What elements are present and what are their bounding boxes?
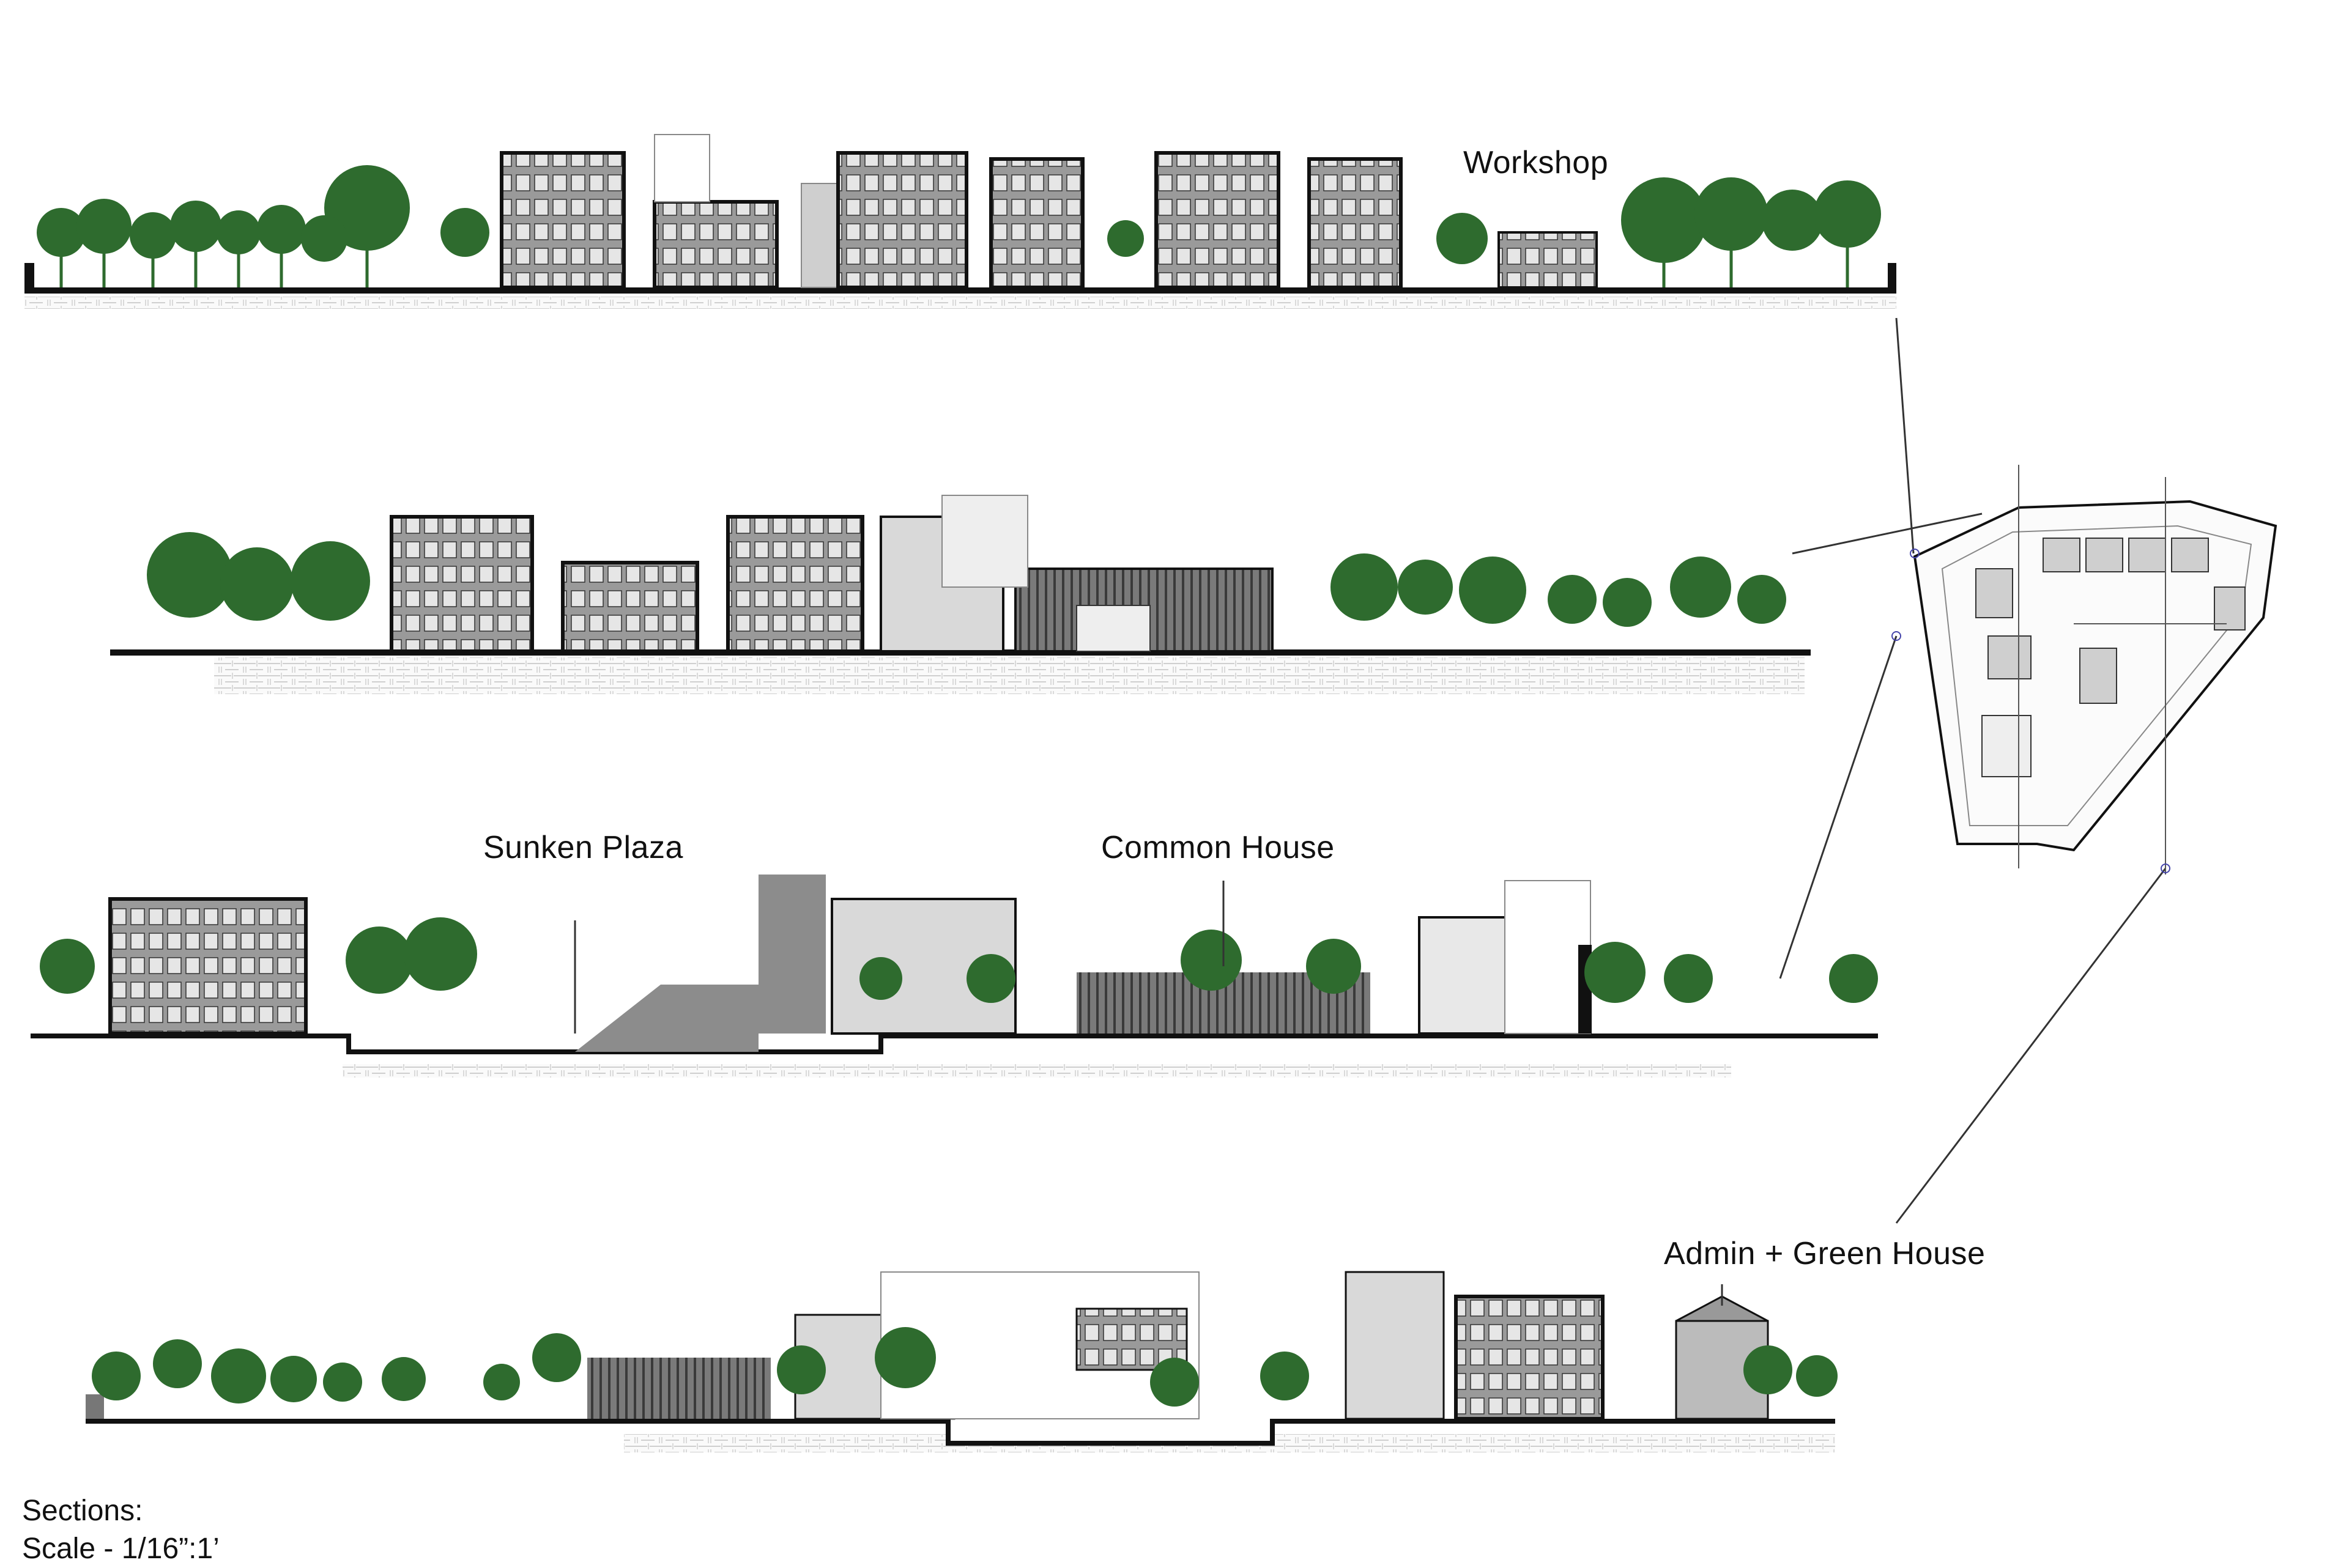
section-1	[24, 134, 1915, 554]
section-2	[110, 495, 1983, 694]
section-4	[86, 868, 2167, 1452]
section-3	[31, 635, 1898, 1078]
caption-scale: Scale - 1/16”:1’	[22, 1533, 220, 1565]
sections-caption: Sections: Scale - 1/16”:1’	[22, 1492, 220, 1568]
label-sunken-plaza: Sunken Plaza	[483, 830, 683, 865]
site-plan	[1891, 465, 2277, 875]
label-common-house: Common House	[1101, 830, 1335, 865]
label-admin-green-house: Admin + Green House	[1664, 1236, 1986, 1271]
caption-title: Sections:	[22, 1495, 143, 1527]
label-workshop: Workshop	[1463, 145, 1609, 180]
